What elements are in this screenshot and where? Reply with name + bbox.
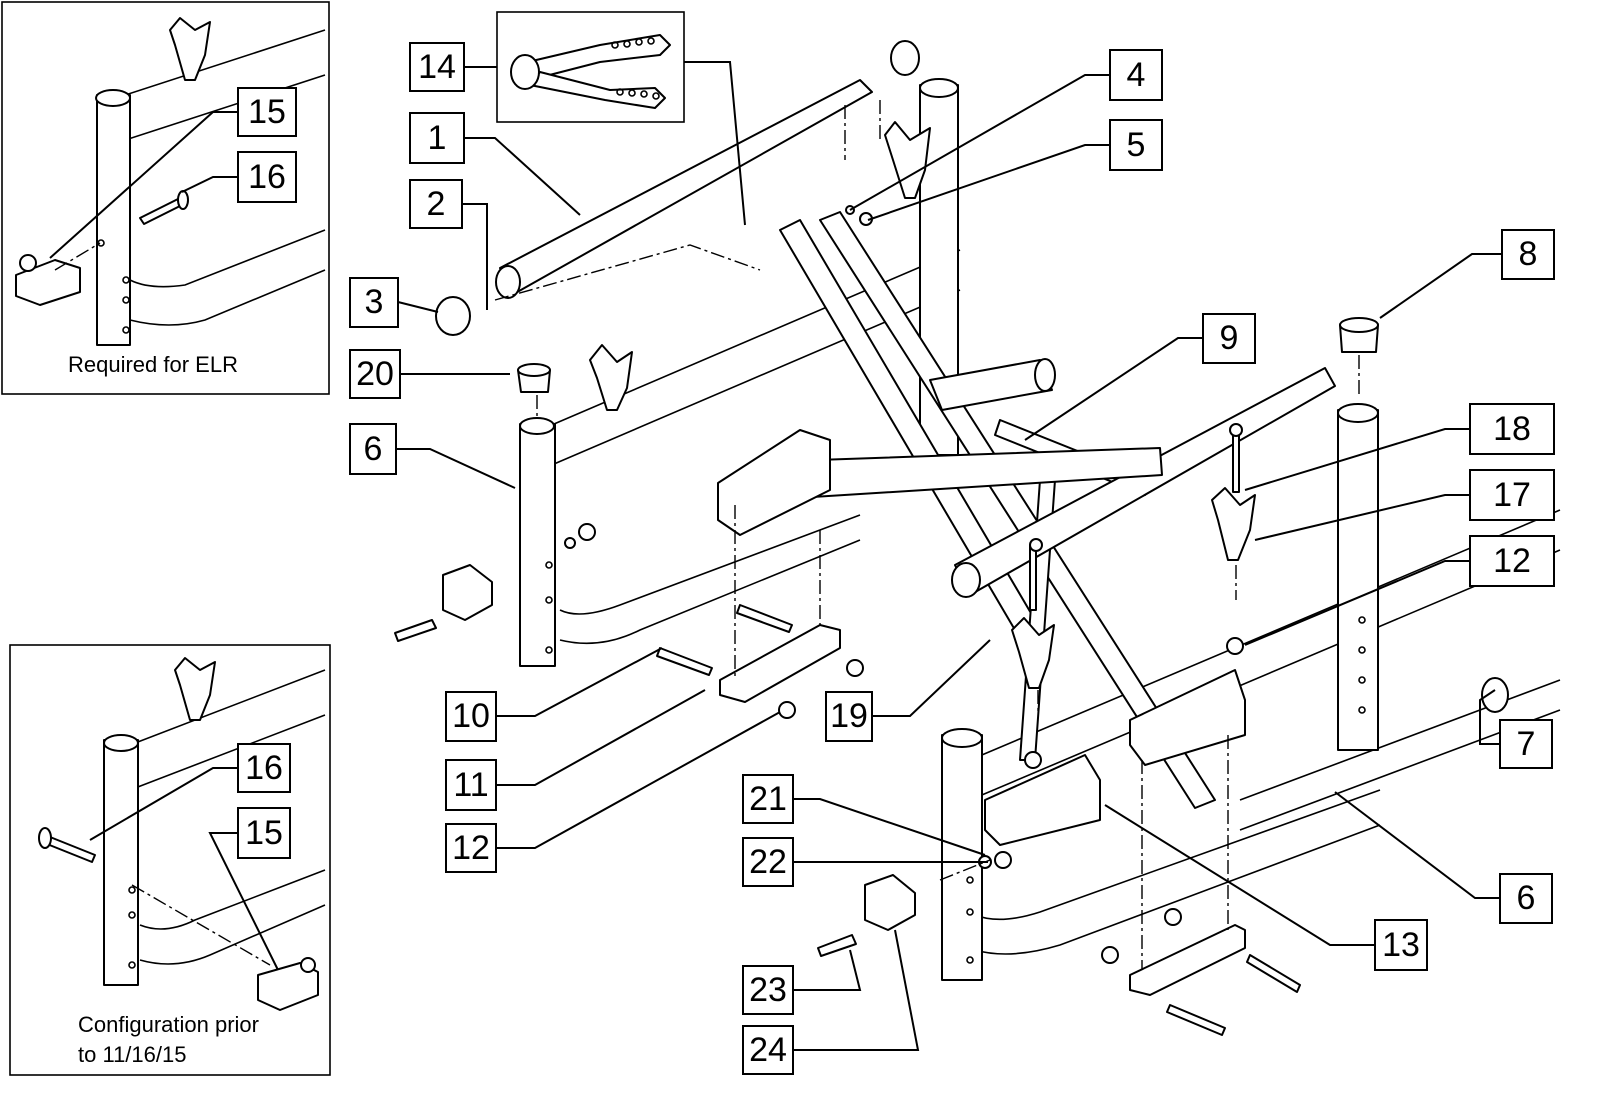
callout-15-top: 15	[237, 87, 297, 137]
svg-text:4: 4	[1127, 56, 1146, 94]
svg-text:21: 21	[749, 780, 787, 818]
svg-text:10: 10	[452, 697, 490, 735]
inset-caption-config-line2: to 11/16/15	[78, 1042, 186, 1067]
inset-caption-config-line1: Configuration prior	[78, 1012, 259, 1037]
svg-text:1: 1	[428, 119, 447, 157]
svg-text:12: 12	[1493, 542, 1531, 580]
svg-text:15: 15	[248, 93, 286, 131]
svg-text:16: 16	[245, 749, 283, 787]
callout-4: 4	[1109, 49, 1163, 101]
callout-1: 1	[409, 112, 465, 164]
callout-17: 17	[1469, 469, 1555, 521]
callout-13: 13	[1374, 919, 1428, 971]
leader-lines	[49, 61, 1502, 1051]
callout-6-left: 6	[349, 423, 397, 475]
svg-text:16: 16	[248, 158, 286, 196]
svg-text:23: 23	[749, 971, 787, 1009]
svg-text:6: 6	[364, 430, 383, 468]
callout-14: 14	[409, 42, 465, 92]
main-assembly	[394, 40, 1561, 1036]
callout-16-top: 16	[237, 151, 297, 203]
svg-text:20: 20	[356, 355, 394, 393]
svg-text:9: 9	[1220, 319, 1239, 357]
callout-11: 11	[445, 759, 497, 811]
callout-6-right: 6	[1499, 873, 1553, 924]
svg-text:19: 19	[830, 697, 868, 735]
callout-18: 18	[1469, 403, 1555, 455]
callout-19: 19	[825, 691, 873, 742]
svg-text:8: 8	[1519, 235, 1538, 273]
callout-21: 21	[742, 774, 794, 824]
left-frame-tube	[519, 423, 556, 667]
inset-configuration-prior: Configuration prior to 11/16/15	[9, 644, 331, 1076]
right-frame-tube	[941, 734, 983, 981]
callout-5: 5	[1109, 119, 1163, 171]
svg-text:5: 5	[1127, 126, 1146, 164]
svg-text:6: 6	[1517, 879, 1536, 917]
svg-text:11: 11	[453, 766, 488, 804]
callout-23: 23	[742, 965, 794, 1015]
callout-16-bottom: 16	[237, 743, 291, 793]
svg-text:24: 24	[749, 1031, 787, 1069]
callout-12-left: 12	[445, 823, 497, 873]
callout-24: 24	[742, 1025, 794, 1075]
callout-20: 20	[349, 349, 401, 399]
callout-22: 22	[742, 837, 794, 887]
callout-12-right: 12	[1469, 535, 1555, 587]
callout-9: 9	[1202, 313, 1256, 364]
svg-text:3: 3	[365, 283, 384, 321]
svg-text:13: 13	[1382, 926, 1420, 964]
svg-text:22: 22	[749, 843, 787, 881]
inset-caption-elr: Required for ELR	[68, 352, 238, 377]
callout-7: 7	[1499, 719, 1553, 769]
svg-text:14: 14	[418, 48, 456, 86]
callout-8: 8	[1501, 229, 1555, 280]
svg-text:17: 17	[1493, 476, 1531, 514]
callout-2: 2	[409, 179, 463, 229]
callout-15-bottom: 15	[237, 807, 291, 859]
callout-10: 10	[445, 691, 497, 742]
callout-3: 3	[349, 277, 399, 328]
svg-text:2: 2	[427, 185, 446, 223]
svg-text:7: 7	[1517, 725, 1536, 763]
svg-text:18: 18	[1493, 410, 1531, 448]
part-14-detail-box	[496, 11, 685, 123]
svg-text:12: 12	[452, 829, 490, 867]
part-3-end-cap	[435, 296, 471, 336]
svg-text:15: 15	[245, 814, 283, 852]
